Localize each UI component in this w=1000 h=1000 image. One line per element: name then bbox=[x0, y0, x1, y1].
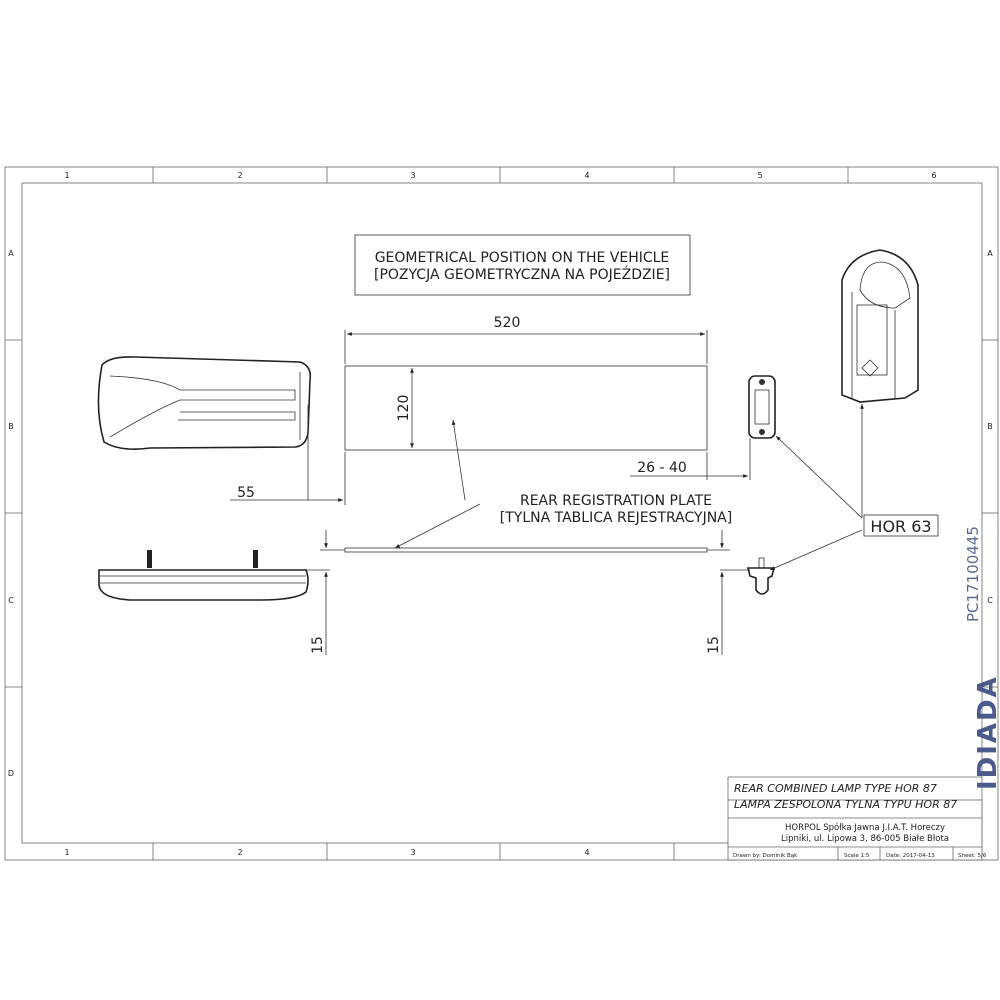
lamp-top-view: 55 bbox=[97, 356, 346, 505]
column-label: 6 bbox=[931, 171, 936, 180]
right-dimensions: 26 - 40 15 bbox=[630, 438, 751, 655]
column-label: 5 bbox=[757, 171, 762, 180]
callout-label: HOR 63 bbox=[870, 517, 931, 536]
row-label: A bbox=[987, 249, 993, 258]
idiada-stamp: PC17100445 IDIADA bbox=[964, 526, 1000, 790]
dim-offset-left: 55 bbox=[237, 485, 255, 501]
row-label: B bbox=[987, 422, 993, 431]
row-label: A bbox=[8, 249, 14, 258]
sheet: Sheet: 5/6 bbox=[958, 853, 987, 859]
date: Date: 2017-04-13 bbox=[886, 853, 935, 859]
title-pl: LAMPA ZESPOLONA TYLNA TYPU HOR 87 bbox=[734, 798, 957, 811]
registration-plate-side: REAR REGISTRATION PLATE [TYLNA TABLICA R… bbox=[320, 419, 732, 553]
title-en: REAR COMBINED LAMP TYPE HOR 87 bbox=[734, 782, 937, 795]
company-line-1: HORPOL Spółka Jawna J.I.A.T. Horeczy bbox=[785, 822, 945, 833]
dim-offset-right: 26 - 40 bbox=[637, 460, 687, 476]
plate-label-en: REAR REGISTRATION PLATE bbox=[520, 493, 712, 509]
heading-box: GEOMETRICAL POSITION ON THE VEHICLE [POZ… bbox=[354, 234, 691, 296]
drawing-frame: 1 2 3 4 5 6 1 2 3 4 A B C D A B C bbox=[4, 166, 999, 861]
dim-plate-width: 520 bbox=[494, 315, 521, 331]
column-label: 4 bbox=[584, 171, 589, 180]
column-label: 1 bbox=[64, 171, 69, 180]
hor63-isometric-view bbox=[841, 249, 919, 403]
column-label: 3 bbox=[410, 171, 415, 180]
title-block: REAR COMBINED LAMP TYPE HOR 87 LAMPA ZES… bbox=[727, 776, 987, 861]
column-label: 3 bbox=[410, 848, 415, 857]
heading-en: GEOMETRICAL POSITION ON THE VEHICLE bbox=[375, 250, 670, 266]
heading-pl: [POZYCJA GEOMETRYCZNA NA POJEŹDZIE] bbox=[374, 265, 670, 283]
dim-plate-height: 120 bbox=[396, 395, 412, 422]
row-label: B bbox=[8, 422, 14, 431]
stamp-code: PC17100445 bbox=[964, 526, 982, 622]
column-label: 4 bbox=[584, 848, 589, 857]
dim-height-right: 15 bbox=[706, 636, 722, 654]
column-label: 2 bbox=[237, 171, 242, 180]
idiada-logo: IDIADA bbox=[973, 675, 1000, 790]
scale: Scale 1:5 bbox=[844, 853, 870, 859]
hor63-front-view bbox=[748, 375, 776, 439]
dim-height-left: 15 bbox=[310, 636, 326, 654]
lamp-side-view: 15 bbox=[98, 530, 330, 655]
column-label: 2 bbox=[237, 848, 242, 857]
drawn-by: Drawn by: Dominik Bąk bbox=[733, 853, 798, 859]
hor63-callout: HOR 63 bbox=[769, 404, 939, 571]
column-label: 1 bbox=[64, 848, 69, 857]
registration-plate-front: 520 120 bbox=[344, 315, 708, 451]
plate-label-pl: [TYLNA TABLICA REJESTRACYJNA] bbox=[500, 510, 732, 526]
company-line-2: Lipniki, ul. Lipowa 3, 86-005 Białe Błot… bbox=[781, 834, 949, 844]
row-label: D bbox=[8, 769, 14, 778]
row-label: C bbox=[8, 596, 14, 605]
hor63-side-view bbox=[746, 557, 776, 595]
row-label: C bbox=[987, 596, 993, 605]
